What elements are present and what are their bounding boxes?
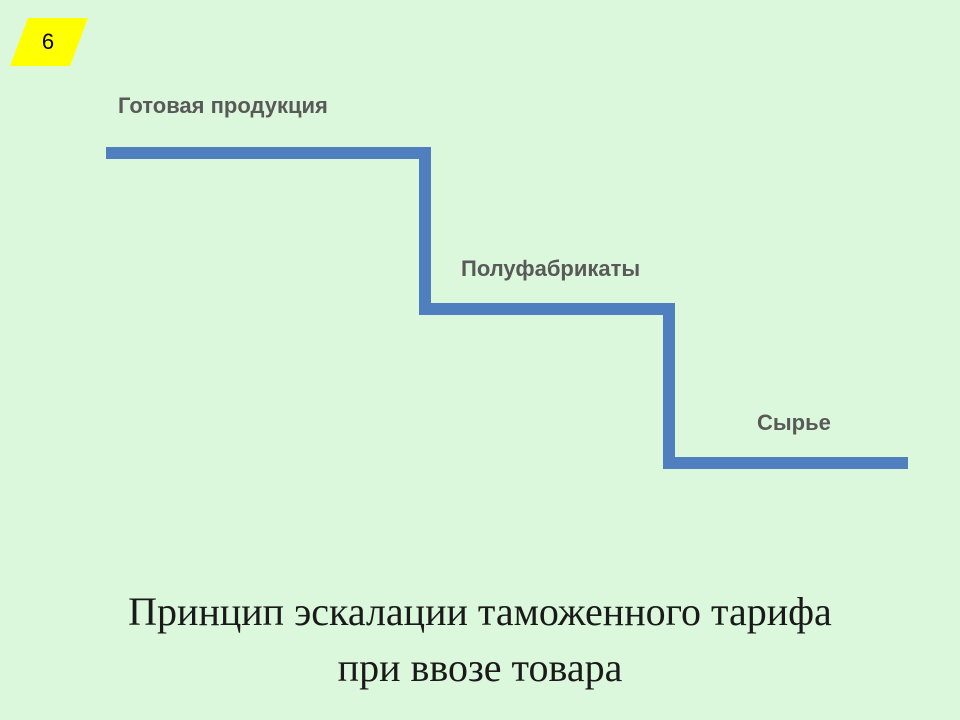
caption-line-2: при ввозе товара — [337, 645, 623, 690]
slide-caption: Принцип эскалации таможенного тарифа при… — [0, 584, 960, 696]
escalation-step-line — [106, 147, 908, 469]
step-label-finished-goods: Готовая продукция — [118, 93, 328, 118]
caption-line-1: Принцип эскалации таможенного тарифа — [128, 589, 832, 634]
slide-number: 6 — [41, 29, 55, 54]
badge-shape — [10, 18, 88, 66]
slide-number-badge: 6 — [10, 18, 88, 66]
step-label-raw-materials: Сырье — [757, 410, 831, 435]
step-label-semi-finished: Полуфабрикаты — [461, 256, 641, 281]
